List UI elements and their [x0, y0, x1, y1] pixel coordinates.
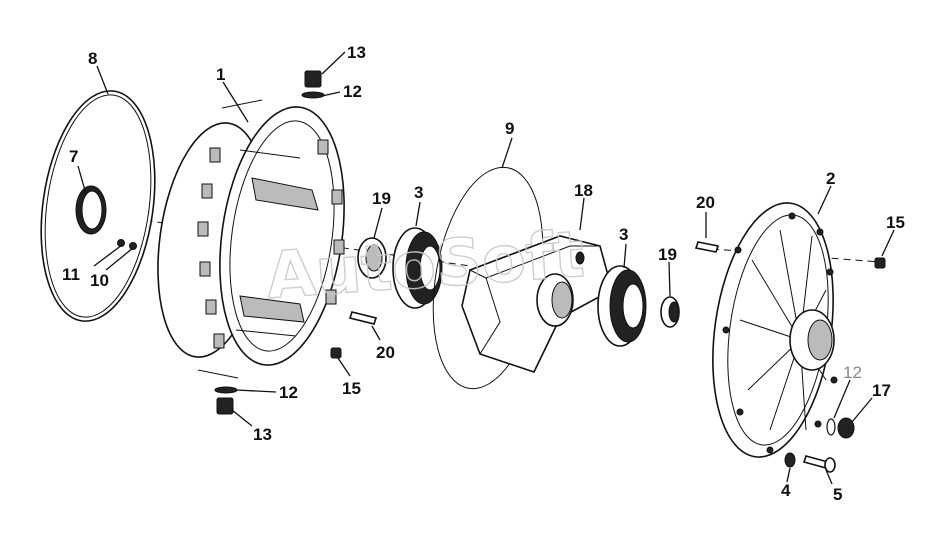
part-15-right-plug	[874, 257, 886, 269]
callout-12-right: 12	[843, 363, 862, 382]
part-12-right-washer	[826, 418, 836, 436]
callout-13-top: 13	[347, 43, 366, 62]
callout-15-left: 15	[342, 379, 361, 398]
part-13-12-bottom-nut	[214, 386, 238, 415]
part-5-bolt	[802, 455, 836, 473]
part-7-ring	[75, 185, 107, 235]
callout-11: 11	[62, 265, 80, 284]
part-1-housing	[157, 99, 345, 379]
callout-18: 18	[574, 181, 593, 200]
callout-20-left: 20	[376, 343, 395, 362]
part-3-right-seal	[597, 265, 647, 347]
callout-3-right: 3	[619, 225, 628, 244]
part-19-left-bearing	[357, 237, 387, 279]
callout-17: 17	[872, 381, 891, 400]
callout-9: 9	[505, 119, 514, 138]
callout-3-left: 3	[414, 183, 423, 202]
callout-8: 8	[88, 49, 97, 68]
callout-10: 10	[90, 271, 109, 290]
callout-13-bottom: 13	[253, 425, 272, 444]
part-13-12-top-nut	[301, 70, 325, 99]
callout-12-top: 12	[343, 82, 362, 101]
callout-15-right: 15	[886, 213, 905, 232]
callout-4: 4	[781, 481, 791, 500]
callout-20-right: 20	[696, 193, 715, 212]
part-18-rotor	[461, 235, 613, 373]
part-4-washer	[784, 452, 796, 468]
callout-leader-lines	[77, 51, 895, 485]
callout-1: 1	[216, 65, 225, 84]
part-2-front-cover	[712, 202, 838, 458]
part-3-left-seal	[392, 227, 443, 309]
callout-19-left: 19	[372, 189, 391, 208]
part-17-nut	[837, 417, 855, 439]
part-19-right-bearing	[660, 296, 680, 328]
callout-7: 7	[69, 147, 78, 166]
callout-12-bottom: 12	[279, 383, 298, 402]
callout-5: 5	[833, 485, 842, 504]
part-15-left-plug	[330, 347, 342, 359]
part-20-left-screw	[348, 311, 378, 325]
part-20-right-screw	[694, 241, 720, 253]
callout-19-right: 19	[658, 245, 677, 264]
callout-2: 2	[826, 169, 835, 188]
callout-labels: 8 1 13 12 7 9 19 3 18 11 10 20 3 19 2 15…	[62, 43, 905, 504]
